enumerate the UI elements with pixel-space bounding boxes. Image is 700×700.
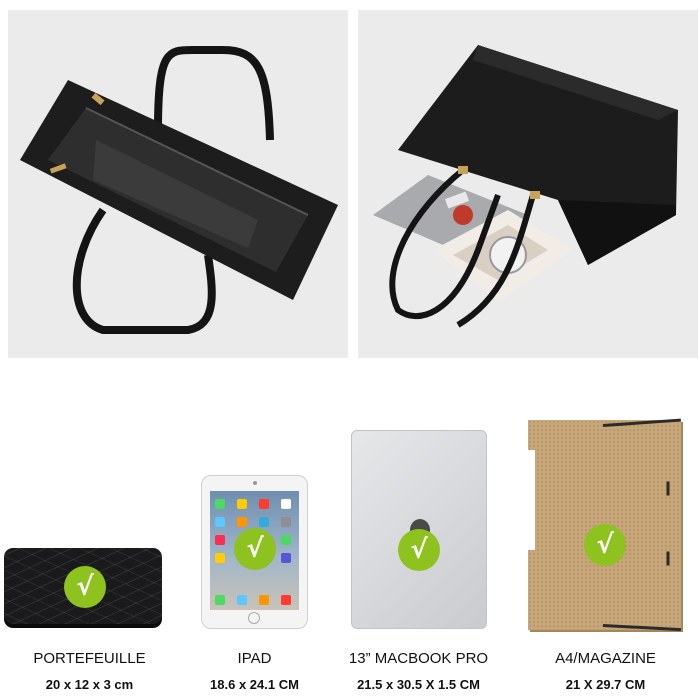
- home-button-icon: [248, 612, 260, 624]
- open-tote-bag-illustration: [20, 46, 338, 334]
- check-icon: √: [234, 528, 276, 570]
- camera-icon: [253, 481, 257, 485]
- wallet-image: √: [4, 548, 162, 628]
- ipad-dimensions: 18.6 x 24.1 CM: [210, 677, 299, 692]
- bag-interior-photo: [8, 10, 348, 358]
- ipad-label: IPAD: [237, 650, 272, 667]
- check-icon: √: [398, 529, 440, 571]
- elastic-strap: [666, 481, 670, 496]
- elastic-strap: [602, 624, 681, 632]
- macbook-label: 13” MACBOOK PRO: [348, 650, 489, 667]
- folder-dimensions: 21 X 29.7 CM: [565, 677, 646, 692]
- elastic-strap: [602, 418, 681, 427]
- macbook-image: √: [351, 430, 487, 629]
- macbook-dimensions: 21.5 x 30.5 X 1.5 CM: [357, 677, 480, 692]
- ipad-screen: [210, 491, 299, 610]
- bag-contents-photo: [358, 10, 698, 358]
- check-icon: √: [64, 566, 106, 608]
- a4-folder-image: √: [528, 418, 681, 632]
- folder-label: A4/MAGAZINE: [555, 650, 656, 667]
- wallet-label: PORTEFEUILLE: [33, 650, 146, 667]
- check-icon: √: [584, 524, 626, 566]
- wallet-dimensions: 20 x 12 x 3 cm: [45, 677, 134, 692]
- ipad-image: √: [201, 475, 308, 629]
- closed-tote-bag-illustration: [373, 45, 678, 328]
- folder-spine: [528, 450, 535, 550]
- elastic-strap: [666, 551, 670, 566]
